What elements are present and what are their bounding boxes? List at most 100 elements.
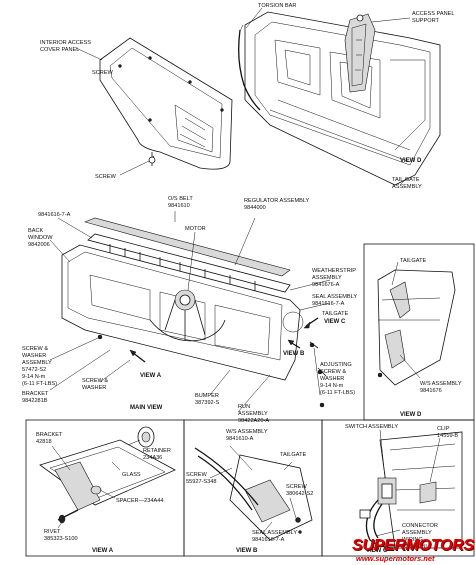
- view-d-box: TAILGATE W/S ASSEMBLY 9841676 VIEW D: [363, 243, 475, 421]
- main-view: O/S BELT 9841610 REGULATOR ASSEMBLY 9844…: [22, 196, 357, 424]
- os-belt: [84, 217, 291, 277]
- tail-gate-assembly: [244, 11, 441, 186]
- label-glass: GLASS: [122, 472, 141, 478]
- label-view-a-bracket: BRACKET: [36, 432, 63, 438]
- screw-top: [119, 152, 156, 176]
- label-view-a-bracket-num: 42818: [36, 439, 52, 445]
- label-os-belt: O/S BELT: [168, 196, 193, 202]
- label-torsion-bar: TORSION BAR: [258, 3, 296, 9]
- label-spacer: SPACER—234A44: [116, 498, 163, 504]
- label-motor: MOTOR: [185, 226, 206, 232]
- label-view-d-top: VIEW D: [400, 158, 422, 164]
- view-a-box: BRACKET 42818 RETAINER 234A36 GLASS SPAC…: [25, 419, 185, 557]
- label-window: WINDOW: [28, 235, 53, 241]
- label-view-b-ws-num: 9841610-A: [226, 436, 254, 442]
- label-rivet: RIVET: [44, 529, 61, 535]
- label-back: BACK: [28, 228, 44, 234]
- label-view-d: VIEW D: [400, 412, 422, 418]
- label-view-b-ws: W/S ASSEMBLY: [226, 429, 268, 435]
- view-b-box: W/S ASSEMBLY 9841610-A TAILGATE SCREW 55…: [183, 419, 323, 557]
- label-washer-b: WASHER: [82, 385, 106, 391]
- label-view-b-ref: VIEW B: [283, 351, 305, 357]
- logo-brand: SUPERMOTORS: [352, 537, 474, 554]
- label-access-panel-support: SUPPORT: [412, 18, 440, 24]
- label-torque-a: 9-14 N-m: [22, 374, 46, 380]
- label-bumper-num: 387392-S: [195, 400, 220, 406]
- motor: [149, 289, 226, 342]
- label-screw-top: SCREW: [95, 174, 117, 180]
- label-torque-b: (6-11 FT-LBS): [22, 381, 57, 387]
- view-c-box: SWITCH ASSEMBLY CLIP 14559-B CONNECTOR A…: [321, 419, 475, 557]
- label-view-d-ws: W/S ASSEMBLY: [420, 381, 462, 387]
- label-regulator: REGULATOR ASSEMBLY: [244, 198, 310, 204]
- label-bumper: BUMPER: [195, 393, 219, 399]
- label-view-b-screw: SCREW: [186, 472, 208, 478]
- label-view-a: VIEW A: [92, 548, 114, 554]
- label-adjusting-torque-a: 9-14 N-m: [320, 383, 344, 389]
- label-cover-panel: COVER PANEL: [40, 47, 79, 53]
- main-tailgate-body: [61, 244, 301, 381]
- label-retainer-num: 234A36: [143, 455, 162, 461]
- label-weatherstrip: WEATHERSTRIP: [312, 268, 356, 274]
- label-tail-gate: TAIL GATE: [392, 177, 420, 183]
- label-washer: WASHER: [22, 353, 46, 359]
- label-adjusting: ADJUSTING: [320, 362, 352, 368]
- label-57472: 57472-S2: [22, 367, 46, 373]
- label-clip-num: 14559-B: [437, 433, 458, 439]
- label-retainer: RETAINER: [143, 448, 171, 454]
- label-rivet-num: 385323-S100: [44, 536, 78, 542]
- label-weatherstrip-assembly: ASSEMBLY: [312, 275, 342, 281]
- label-connector-assembly: ASSEMBLY: [402, 530, 432, 536]
- label-run-assembly: ASSEMBLY: [238, 411, 268, 417]
- label-view-d-ws-num: 9841676: [420, 388, 442, 394]
- label-view-c-ref: VIEW C: [324, 319, 346, 325]
- label-part-9841616: 9841616-7-A: [38, 212, 71, 218]
- label-adjusting-washer: WASHER: [320, 376, 344, 382]
- label-view-b-seal-num: 9841616-7-A: [252, 537, 285, 543]
- torsion-bar: [238, 24, 261, 111]
- label-regulator-num: 9844000: [244, 205, 266, 211]
- label-screw-top-left: SCREW: [92, 70, 114, 76]
- top-section: TORSION BAR ACCESS PANEL SUPPORT INTERIO…: [40, 3, 455, 190]
- label-wiring-assembly: ASSEMBLY: [402, 544, 432, 550]
- label-wiring: WIRING: [402, 537, 423, 543]
- label-os-belt-num: 9841610: [168, 203, 190, 209]
- label-seal-num: 9841616-7-A: [312, 301, 345, 307]
- label-clip: CLIP: [437, 426, 450, 432]
- regulator-rail: [87, 233, 291, 293]
- label-view-a-ref: VIEW A: [140, 373, 162, 379]
- label-connector: CONNECTOR: [402, 523, 438, 529]
- view-c-marker: [282, 311, 304, 333]
- label-run: RUN: [238, 404, 250, 410]
- label-bracket-num: 9842281B: [22, 398, 48, 404]
- retainer: [137, 426, 155, 448]
- label-view-b-screw-r-num: 380642-S2: [286, 491, 313, 497]
- logo-url: www.supermotors.net: [356, 554, 435, 563]
- label-assembly: ASSEMBLY: [22, 360, 52, 366]
- label-switch: SWITCH ASSEMBLY: [345, 424, 398, 430]
- label-bracket: BRACKET: [22, 391, 49, 397]
- label-tailgate-main: TAILGATE: [322, 311, 348, 317]
- label-view-b-tailgate: TAILGATE: [280, 452, 306, 458]
- label-tail-gate-assembly: ASSEMBLY: [392, 184, 422, 190]
- label-view-c: VIEW C: [366, 548, 388, 554]
- label-adjusting-torque-b: (6-11 FT-LBS): [320, 390, 355, 396]
- label-screw-washer: SCREW &: [22, 346, 48, 352]
- label-view-b-seal: SEAL ASSEMBLY: [252, 530, 297, 536]
- switch-assembly: [377, 477, 397, 505]
- label-run-num: 98422A20-A: [238, 418, 269, 424]
- label-seal: SEAL ASSEMBLY: [312, 294, 357, 300]
- label-access-panel: ACCESS PANEL: [412, 11, 455, 17]
- label-view-b: VIEW B: [236, 548, 258, 554]
- label-weatherstrip-num: 9841676-A: [312, 282, 340, 288]
- label-main-view: MAIN VIEW: [130, 405, 163, 411]
- label-screw-washer-b: SCREW &: [82, 378, 108, 384]
- label-view-b-screw-r: SCREW: [286, 484, 308, 490]
- interior-access-cover-panel: [99, 37, 233, 170]
- label-view-d-tailgate: TAILGATE: [400, 258, 426, 264]
- label-view-b-screw-num: 55927-S348: [186, 479, 216, 485]
- back-window: [67, 251, 283, 361]
- label-interior-access: INTERIOR ACCESS: [40, 40, 91, 46]
- label-window-num: 9842006: [28, 242, 50, 248]
